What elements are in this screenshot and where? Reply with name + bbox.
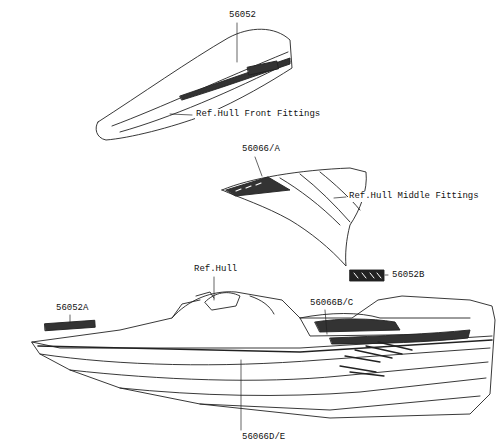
decal-lettering: [354, 273, 381, 278]
callout-number: 56052: [228, 10, 257, 21]
leader-lines: [70, 23, 388, 430]
callout-number: 56066B/C: [309, 298, 354, 309]
reference-note: Ref.Hull Middle Fittings: [348, 191, 480, 202]
middle-fitting: [222, 168, 366, 266]
callout-number: 56052B: [391, 270, 425, 281]
callout-number: 56066D/E: [241, 432, 286, 443]
callout-number: 56052A: [55, 303, 89, 314]
hull: [32, 292, 495, 418]
reference-note: Ref.Hull Front Fittings: [195, 109, 321, 120]
callout-number: 56066/A: [241, 144, 281, 155]
front-fitting: [96, 29, 292, 140]
decal: [350, 270, 384, 281]
callout-number: Ref.Hull: [193, 264, 238, 275]
